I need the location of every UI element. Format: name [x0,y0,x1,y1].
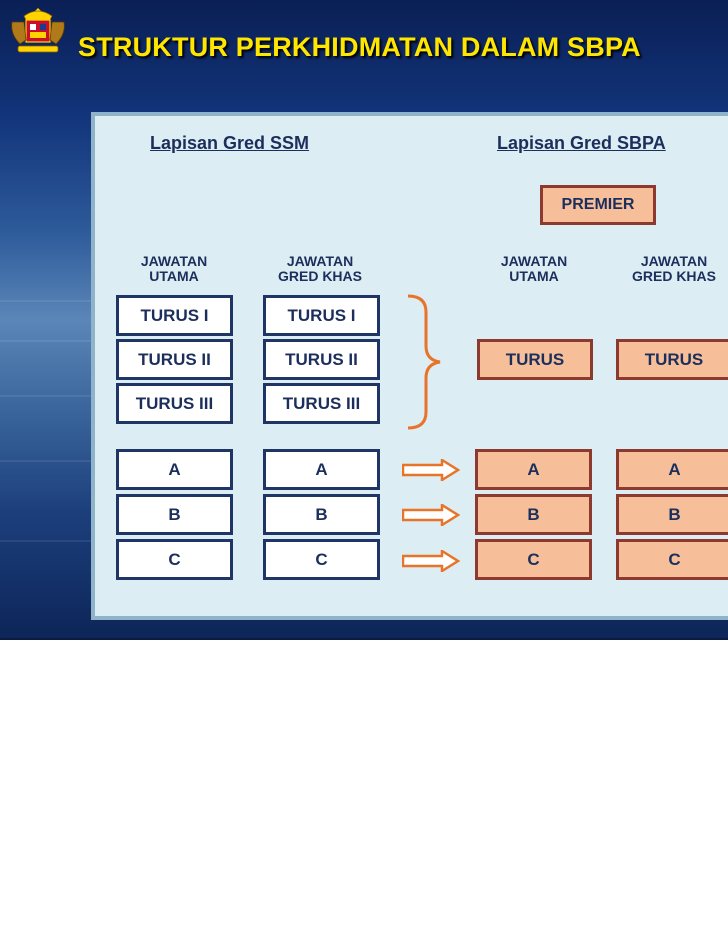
ssm-utama-turus-1: TURUS I [116,295,233,336]
slide: STRUKTUR PERKHIDMATAN DALAM SBPA Lapisan… [0,0,728,640]
sbpa-gredkhas-grade-c: C [616,539,728,580]
ssm-layer-heading: Lapisan Gred SSM [150,133,310,153]
ssm-utama-turus-2: TURUS II [116,339,233,380]
ssm-utama-grade-c: C [116,539,233,580]
ssm-utama-grade-b: B [116,494,233,535]
right-arrow-icon [402,550,460,572]
sbpa-utama-grade-b: B [475,494,592,535]
ssm-utama-turus-3: TURUS III [116,383,233,424]
sbpa-layer-heading: Lapisan Gred SBPA [497,133,666,153]
ssm-gredkhas-grade-a: A [263,449,380,490]
sbpa-utama-grade-a: A [475,449,592,490]
ssm-gredkhas-turus-3: TURUS III [263,383,380,424]
sbpa-gredkhas-grade-b: B [616,494,728,535]
sbpa-gredkhas-turus: TURUS [616,339,728,380]
sbpa-utama-grade-c: C [475,539,592,580]
malaysia-coat-of-arms-icon [11,8,65,53]
curly-brace-icon [407,294,441,430]
ssm-gredkhas-grade-c: C [263,539,380,580]
ssm-gredkhas-grade-b: B [263,494,380,535]
ssm-gredkhas-turus-1: TURUS I [263,295,380,336]
ssm-utama-grade-a: A [116,449,233,490]
sbpa-utama-turus: TURUS [477,339,593,380]
right-arrow-icon [402,459,460,481]
slide-title: STRUKTUR PERKHIDMATAN DALAM SBPA [78,32,641,62]
ssm-gredkhas-turus-2: TURUS II [263,339,380,380]
sbpa-gredkhas-grade-a: A [616,449,728,490]
right-arrow-icon [402,504,460,526]
premier-box: PREMIER [540,185,656,225]
